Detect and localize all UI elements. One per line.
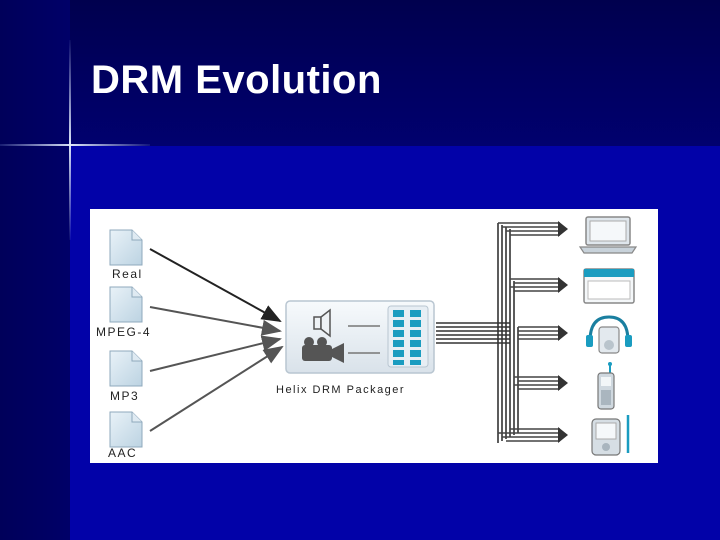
input-label-real: Real [112, 267, 143, 281]
sparkle-horizontal [0, 144, 150, 146]
mobile-phone-icon [597, 362, 615, 410]
input-mp3: MP3 [109, 350, 143, 403]
helix-drm-packager: Helix DRM Packager [276, 300, 435, 396]
browser-window-icon [583, 268, 635, 304]
output-branches [498, 222, 560, 442]
output-bus [436, 223, 519, 443]
document-icon [109, 350, 143, 387]
input-label-mp3: MP3 [110, 389, 139, 403]
arrow-mp3 [149, 335, 282, 372]
video-camera-icon [302, 337, 344, 363]
packager-label: Helix DRM Packager [276, 384, 405, 396]
document-icon [109, 229, 143, 266]
left-band [0, 0, 70, 540]
output-arrowheads [558, 221, 568, 443]
slide-title: DRM Evolution [91, 58, 382, 102]
drm-diagram: Real MPEG-4 MP3 AAC [90, 209, 658, 463]
arrow-real [149, 248, 282, 322]
arrow-aac [149, 345, 284, 432]
input-real: Real [109, 229, 143, 281]
input-label-mpeg4: MPEG-4 [96, 325, 151, 339]
document-icon [109, 286, 143, 323]
input-label-aac: AAC [108, 446, 137, 460]
arrow-mpeg4 [149, 306, 282, 336]
input-aac: AAC [108, 411, 143, 460]
header-band [0, 0, 720, 150]
encryption-key-grid [387, 305, 429, 368]
laptop-icon [578, 216, 638, 254]
document-icon [109, 411, 143, 448]
input-mpeg4: MPEG-4 [96, 286, 151, 339]
pda-icon [591, 415, 630, 456]
speaker-icon [313, 308, 331, 338]
sparkle-vertical [69, 40, 71, 240]
headphone-player-icon [586, 315, 632, 354]
